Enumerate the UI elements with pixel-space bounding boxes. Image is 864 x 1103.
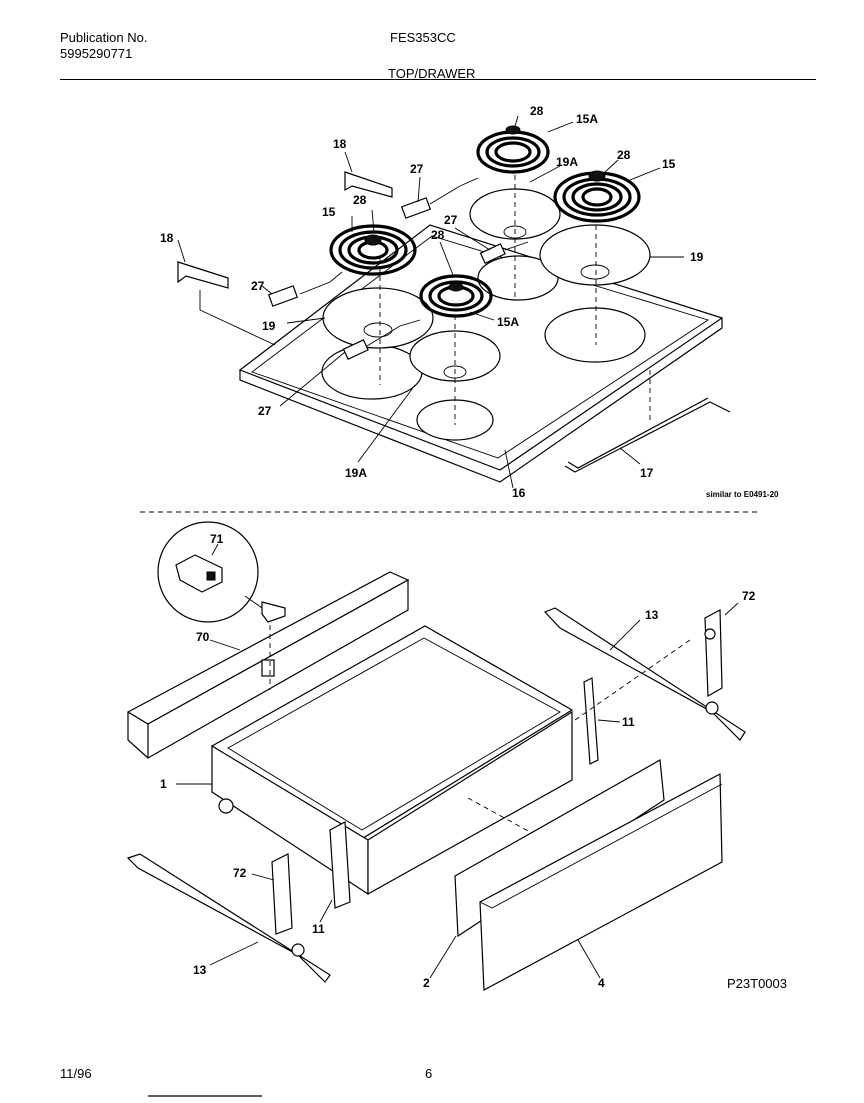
callout-19a: 19A — [556, 155, 579, 169]
callout-18: 18 — [333, 137, 347, 151]
callout-11: 11 — [622, 715, 635, 729]
callout-17: 17 — [640, 466, 654, 480]
callout-28: 28 — [530, 104, 544, 118]
callout-70: 70 — [196, 630, 210, 644]
callout-4: 4 — [598, 976, 605, 990]
callout-18: 18 — [160, 231, 174, 245]
surface-element-back — [476, 125, 550, 174]
model-number: FES353CC — [390, 30, 456, 45]
callout-15a: 15A — [576, 112, 599, 126]
callout-71: 71 — [210, 532, 224, 546]
similar-note: similar to E0491-20 — [706, 490, 779, 499]
callout-28: 28 — [617, 148, 631, 162]
publication-label: Publication No. — [60, 30, 148, 45]
footer-date: 11/96 — [60, 1066, 92, 1081]
surface-element-right — [553, 170, 641, 223]
callout-19: 19 — [690, 250, 704, 264]
callout-2: 2 — [423, 976, 430, 990]
callout-27: 27 — [444, 213, 458, 227]
callout-1: 1 — [160, 777, 167, 791]
callout-27: 27 — [251, 279, 265, 293]
callout-72: 72 — [742, 589, 756, 603]
callout-13: 13 — [193, 963, 207, 977]
callout-15a: 15A — [497, 315, 520, 329]
header-rule — [60, 79, 816, 80]
callout-28: 28 — [431, 228, 445, 242]
callout-19a: 19A — [345, 466, 368, 480]
surface-element-front — [419, 274, 493, 318]
publication-number: 5995290771 — [60, 46, 133, 61]
callout-27: 27 — [258, 404, 272, 418]
callout-15: 15 — [322, 205, 336, 219]
callout-13: 13 — [645, 608, 659, 622]
callout-27: 27 — [410, 162, 424, 176]
callout-28: 28 — [353, 193, 367, 207]
callout-72: 72 — [233, 866, 247, 880]
diagram-code: P23T0003 — [727, 976, 787, 991]
callout-19: 19 — [262, 319, 276, 333]
callout-11: 11 — [312, 922, 325, 936]
surface-element-left — [329, 224, 417, 276]
page-number: 6 — [425, 1066, 433, 1081]
section-title: TOP/DRAWER — [388, 66, 476, 81]
drawer-assembly — [126, 521, 746, 991]
callout-15: 15 — [662, 157, 676, 171]
cooktop-assembly — [177, 115, 731, 489]
callout-16: 16 — [512, 486, 526, 500]
